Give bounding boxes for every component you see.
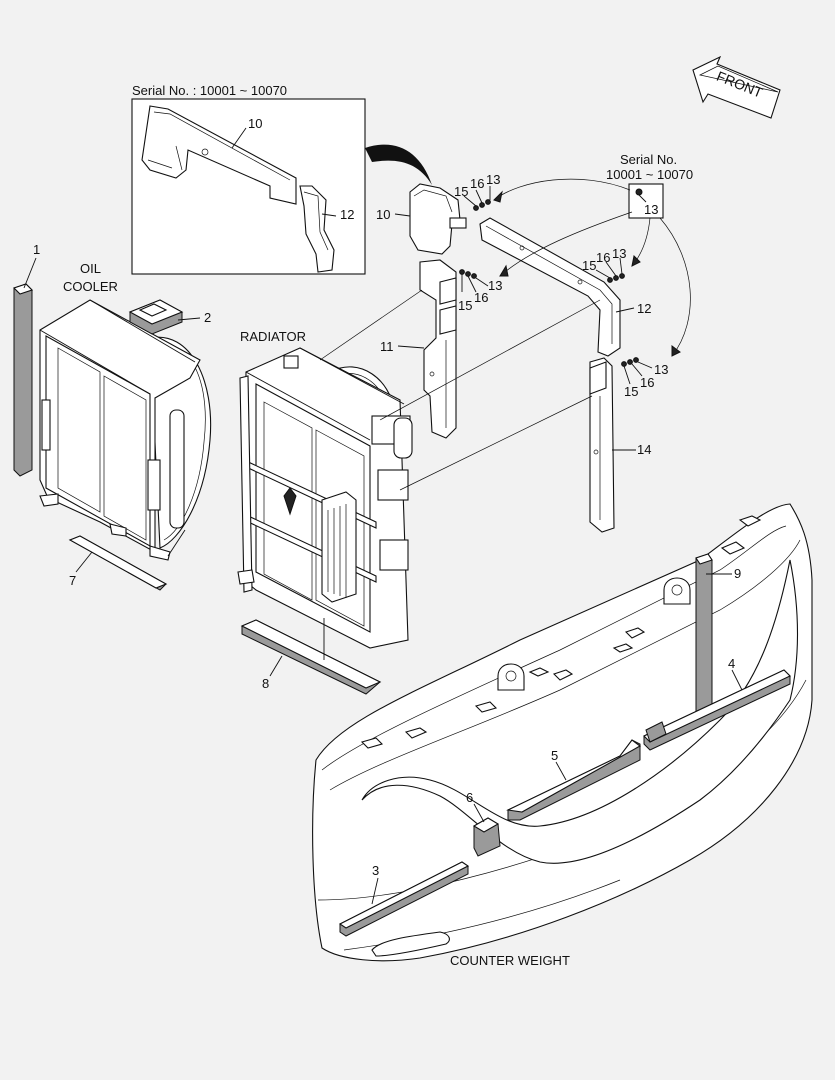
front-arrow: FRONT	[692, 55, 781, 119]
g4-callout-16: 16	[640, 375, 654, 390]
g4-callout-15: 15	[624, 384, 638, 399]
g2-callout-16: 16	[474, 290, 488, 305]
g4-callout-13: 13	[654, 362, 668, 377]
bolt-group-2: 15 16 13	[458, 269, 502, 313]
part-8-pad: 8	[240, 618, 382, 695]
callout-11: 11	[380, 339, 394, 354]
callout-2: 2	[204, 310, 211, 325]
radiator: RADIATOR	[237, 329, 413, 649]
inset-callout-10: 10	[248, 116, 262, 131]
part-7-pad: 7	[68, 535, 168, 591]
inset-pointer-arrow	[365, 144, 432, 185]
callout-10: 10	[376, 207, 390, 222]
callout-9: 9	[734, 566, 741, 581]
bolt-group-1: 15 16 13	[454, 172, 500, 211]
serial-right-line2: 10001 ~ 10070	[606, 167, 693, 182]
callout-12: 12	[637, 301, 651, 316]
callout-3: 3	[372, 863, 379, 878]
bolt-group-4: 15 16 13	[621, 357, 668, 399]
callout-5: 5	[551, 748, 558, 763]
bracket-12: 12	[479, 217, 651, 357]
radiator-label: RADIATOR	[240, 329, 306, 344]
callout-8: 8	[262, 676, 269, 691]
g2-callout-15: 15	[458, 298, 472, 313]
oil-cooler: OIL COOLER 2	[39, 261, 211, 561]
callout-4: 4	[728, 656, 735, 671]
part-6-seal: 6	[466, 790, 501, 857]
inset-bracket-10	[141, 105, 297, 205]
g3-callout-16: 16	[596, 250, 610, 265]
inset-bracket-12	[299, 185, 335, 273]
callout-14: 14	[637, 442, 651, 457]
oil-cooler-label-1: OIL	[80, 261, 101, 276]
serial-right-line1: Serial No.	[620, 152, 677, 167]
bolt-group-3: 15 16 13	[582, 246, 626, 283]
bracket-14: 14	[589, 357, 651, 533]
g1-callout-16: 16	[470, 176, 484, 191]
g1-callout-15: 15	[454, 184, 468, 199]
inset-serial-note: Serial No. : 10001 ~ 10070	[132, 83, 287, 98]
callout-6: 6	[466, 790, 473, 805]
counter-weight-label: COUNTER WEIGHT	[450, 953, 570, 968]
g1-callout-13: 13	[486, 172, 500, 187]
callout-1: 1	[33, 242, 40, 257]
callout-7: 7	[69, 573, 76, 588]
g3-callout-13: 13	[612, 246, 626, 261]
g2-callout-13: 13	[488, 278, 502, 293]
serial-note-right: Serial No. 10001 ~ 10070 13	[493, 152, 693, 357]
bracket-10: 10	[376, 183, 467, 255]
inset-callout-12: 12	[340, 207, 354, 222]
serial-inset: Serial No. : 10001 ~ 10070 10 12	[131, 83, 366, 275]
part-1-seal: 1	[12, 242, 40, 477]
part-5-seal: 5	[506, 739, 642, 821]
oil-cooler-label-2: COOLER	[63, 279, 118, 294]
part-3-seal: 3	[338, 861, 470, 937]
part-4-seal: 4	[643, 656, 791, 751]
g3-callout-15: 15	[582, 258, 596, 273]
counter-weight	[312, 503, 813, 962]
serial-box-callout-13: 13	[644, 202, 658, 217]
